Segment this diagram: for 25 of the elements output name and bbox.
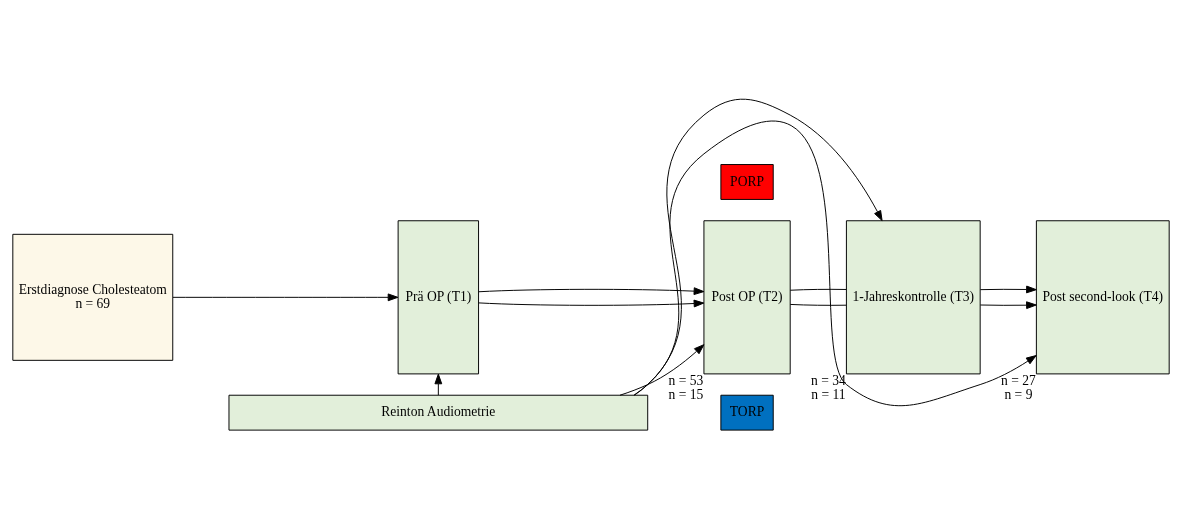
node-label: n = 34	[811, 372, 846, 388]
node-label: n = 53	[668, 372, 704, 388]
arrow	[979, 300, 1037, 309]
node-box: Post second-look (T4)	[1035, 219, 1170, 374]
arrow	[172, 292, 399, 301]
node-label: n = 11	[811, 386, 846, 402]
node-box: PORP	[720, 163, 774, 200]
arrow	[634, 98, 883, 396]
node-box: Post OP (T2)	[703, 219, 791, 374]
arrow	[478, 299, 705, 307]
node-box: Erstdiagnose Cholesteatom n = 69	[12, 233, 174, 361]
node-box: Prä OP (T1)	[397, 219, 480, 374]
arrow	[633, 120, 1037, 406]
node-box: Reinton Audiometrie	[228, 394, 649, 431]
node-label: n = 27	[1001, 372, 1036, 388]
arrow	[619, 343, 705, 396]
connector	[789, 303, 847, 306]
node-label: n = 9	[1004, 386, 1033, 402]
arrow	[434, 373, 443, 396]
node-label: n = 15	[668, 386, 704, 402]
connector	[789, 288, 847, 291]
arrow	[979, 285, 1037, 293]
arrow	[478, 286, 705, 295]
node-box: 1-Jahreskontrolle (T3)	[845, 219, 981, 374]
node-box: TORP	[720, 394, 774, 431]
